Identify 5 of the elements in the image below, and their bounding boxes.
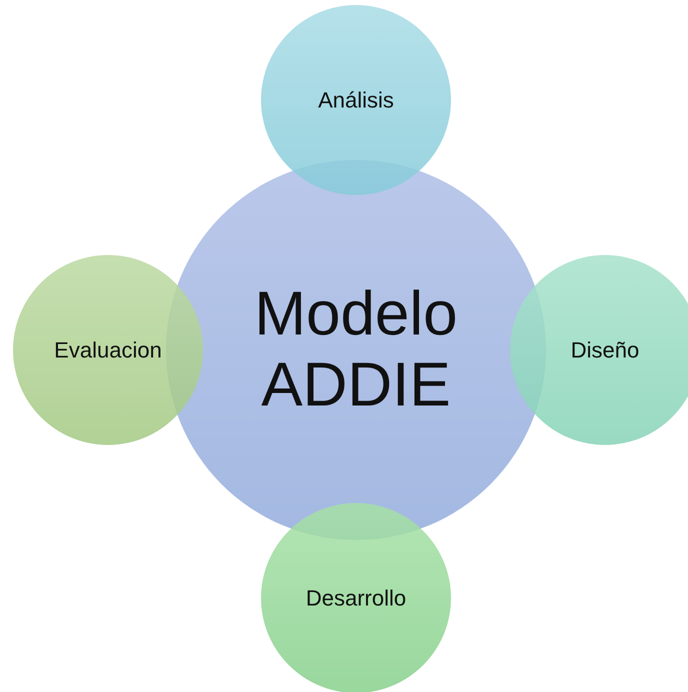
node-label: Evaluacion xyxy=(54,337,162,363)
node-label: Análisis xyxy=(318,87,394,113)
node-label: Diseño xyxy=(570,337,640,363)
node-label: Desarrollo xyxy=(306,585,406,611)
node-label: Modelo ADDIE xyxy=(253,278,459,422)
